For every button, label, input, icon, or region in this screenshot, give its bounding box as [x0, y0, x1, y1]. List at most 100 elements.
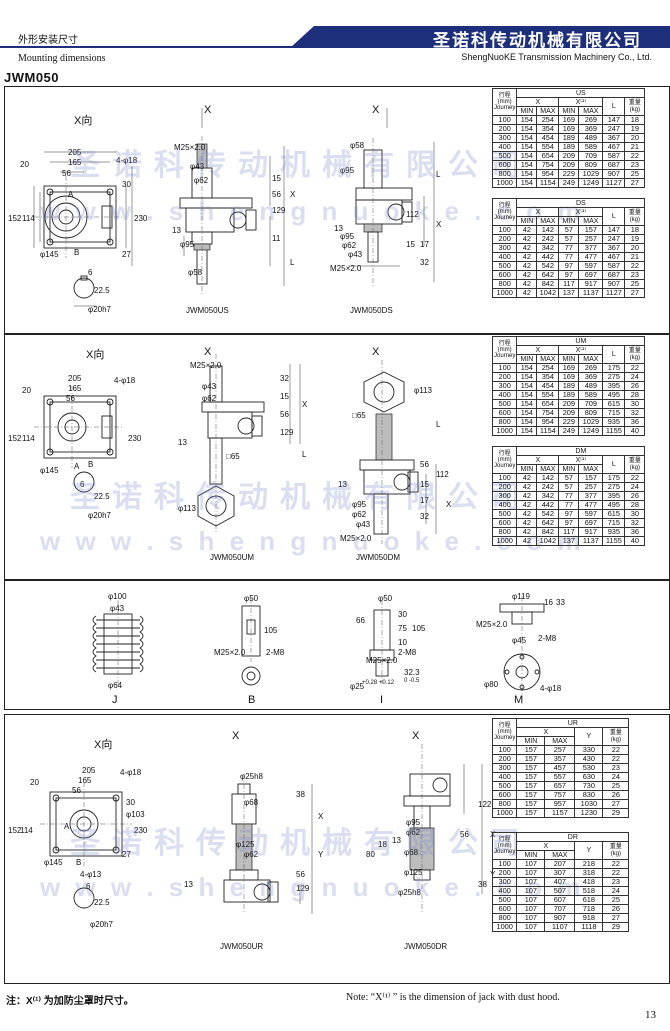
table-cell: 157 — [516, 808, 546, 818]
dim-11-us: 11 — [272, 234, 281, 243]
drawing-um-dm — [34, 354, 437, 544]
table-cell: 154 — [516, 372, 538, 382]
dim-6-ur: 6 — [86, 882, 91, 891]
acc-i-66: 66 — [356, 616, 365, 625]
table-cell: X⁽¹⁾ — [558, 97, 604, 107]
caption-dm: JWM050DM — [356, 553, 401, 562]
table-cell: 697 — [578, 518, 604, 528]
table-cell: X — [516, 455, 560, 465]
dim-65-dm: □65 — [352, 411, 366, 420]
table-cell: 589 — [578, 142, 604, 152]
table-cell: 154 — [516, 169, 538, 179]
table-cell: 100 — [491, 115, 518, 125]
table-cell: 20 — [624, 243, 646, 253]
acc-i-d25tol: +0.28 +0.12 — [362, 680, 395, 686]
dim-15-us: 15 — [272, 174, 281, 183]
dim-13-um: 13 — [178, 438, 187, 447]
dim-230: 230 — [134, 214, 148, 223]
acc-b-m8: 2-M8 — [266, 648, 285, 657]
table-cell: 218 — [574, 859, 604, 869]
table-cell: 1029 — [578, 169, 604, 179]
table-cell: MIN — [558, 464, 580, 474]
x-view-label-um: X向 — [86, 349, 105, 361]
table-cell: 22 — [624, 261, 646, 271]
table-cell: 607 — [544, 895, 576, 905]
acc-m-m25: M25×2.0 — [476, 620, 508, 629]
table-cell: 300 — [491, 381, 518, 391]
table-cell: 22 — [602, 745, 630, 755]
table-cell: 154 — [516, 390, 538, 400]
acc-i-d50: φ50 — [378, 594, 393, 603]
dim-x-ur: X — [318, 812, 324, 821]
acc-m-m8: 2-M8 — [538, 634, 557, 643]
dim-145-um: φ145 — [40, 466, 59, 475]
table-cell: 330 — [574, 745, 604, 755]
table-cell: 42 — [516, 234, 538, 244]
table-cell: MIN — [558, 106, 580, 116]
dim-112-dm: 112 — [436, 470, 449, 479]
dim-56-um: 56 — [66, 394, 75, 403]
table-cell: MIN — [516, 354, 538, 364]
table-cell: X — [516, 207, 560, 217]
table-cell: 554 — [536, 142, 560, 152]
dim-165: 165 — [68, 158, 82, 167]
table-cell: 100 — [491, 745, 518, 755]
table-cell: 657 — [544, 781, 576, 791]
table-cell: 842 — [536, 279, 560, 289]
table-cell: 257 — [578, 234, 604, 244]
table-cell: 22 — [602, 754, 630, 764]
table-cell: 400 — [491, 390, 518, 400]
table-cell: 24 — [602, 772, 630, 782]
table-cell: 107 — [516, 904, 546, 914]
table-cell: MIN — [516, 736, 546, 746]
dim-38-dr: 38 — [478, 880, 487, 889]
table-cell: 117 — [558, 527, 580, 537]
dim-25h8-ur: φ25h8 — [240, 772, 263, 781]
table-cell: 175 — [602, 473, 626, 483]
note-en: Note: “X⁽¹⁾ ” is the dimension of jack w… — [346, 992, 560, 1003]
table-cell: MAX — [536, 354, 560, 364]
dim-l-dm: L — [436, 420, 441, 429]
table-cell: 154 — [516, 160, 538, 170]
table-cell: UR — [516, 718, 630, 728]
dim-152-ur: 152 — [8, 826, 22, 835]
dim-165-ur: 165 — [78, 776, 92, 785]
table-cell: 697 — [578, 270, 604, 280]
table-cell: 18 — [624, 225, 646, 235]
caption-dr: JWM050DR — [404, 942, 448, 951]
table-cell: 25 — [624, 279, 646, 289]
label-a: A — [68, 190, 74, 199]
table-cell: 1000 — [491, 426, 518, 436]
table-cell: 918 — [574, 913, 604, 923]
table-cell: 169 — [558, 363, 580, 373]
dim-56-ur: 56 — [296, 870, 305, 879]
dim-95-dr: φ95 — [406, 818, 421, 827]
header-bar — [290, 26, 670, 48]
table-cell: 24 — [602, 886, 630, 896]
table-cell: MIN — [516, 850, 546, 860]
acc-b-d50: φ50 — [244, 594, 259, 603]
table-cell: 1118 — [574, 922, 604, 932]
table-cell: 77 — [558, 252, 580, 262]
dim-80-dr: 80 — [366, 850, 375, 859]
table-cell: 754 — [536, 160, 560, 170]
table-cell: 42 — [516, 288, 538, 298]
dim-129-us: 129 — [272, 206, 286, 215]
table-cell: 27 — [624, 178, 646, 188]
table-cell: 行程(mm)Journey — [491, 88, 518, 116]
label-b-ur: B — [76, 858, 82, 867]
table-cell: 597 — [578, 261, 604, 271]
table-cell: 630 — [574, 772, 604, 782]
table-cell: 542 — [536, 509, 560, 519]
table-cell: 57 — [558, 234, 580, 244]
table-cell: 754 — [536, 408, 560, 418]
table-cell: 107 — [516, 877, 546, 887]
dim-68-dr: φ68 — [404, 848, 419, 857]
table-cell: 500 — [491, 895, 518, 905]
table-cell: 1127 — [602, 178, 626, 188]
table-cell: 42 — [516, 279, 538, 289]
